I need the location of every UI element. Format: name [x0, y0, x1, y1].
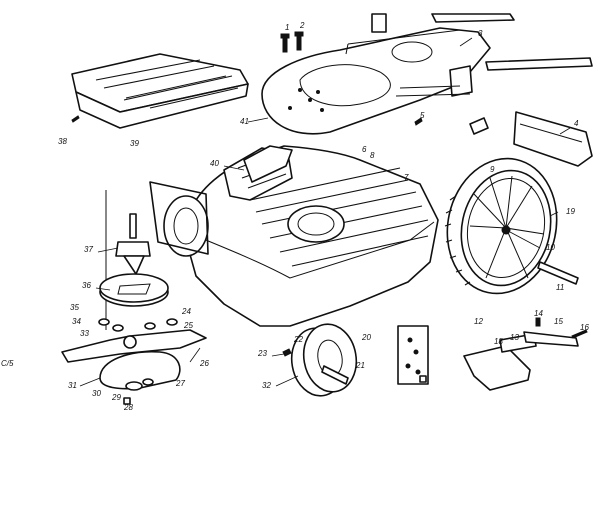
label-30: 30: [92, 389, 101, 398]
label-23: 23: [257, 349, 267, 358]
label-36: 36: [82, 281, 91, 290]
label-32: 32: [262, 381, 271, 390]
label-1: 1: [285, 23, 289, 32]
front-wheel: [290, 323, 358, 397]
label-24: 24: [181, 307, 191, 316]
rear-right-wheel: [444, 157, 558, 295]
label-19: 19: [566, 207, 575, 216]
label-40: 40: [210, 159, 219, 168]
label-25: 25: [183, 321, 193, 330]
rear-left-wheel: [149, 181, 209, 257]
label-15: 15: [554, 317, 563, 326]
small-screw-5: [414, 117, 423, 126]
mower-deck: [185, 145, 439, 327]
label-11: 11: [556, 283, 564, 292]
lower-plate: [99, 350, 181, 405]
label-2: 2: [299, 21, 305, 30]
label-10: 10: [546, 243, 555, 252]
leader-lines: [79, 37, 571, 387]
label-8: 8: [370, 151, 375, 160]
label-31: 31: [68, 381, 77, 390]
bolts-top: [280, 31, 304, 53]
label-35: 35: [70, 303, 79, 312]
axle-11: [537, 261, 579, 285]
label-7: 7: [404, 173, 409, 182]
hardware-bag: [397, 325, 429, 385]
part-labels: 1 2 3 4 5 6 7 8 9 10 11 12 13 14 15 16 1…: [1, 21, 589, 412]
label-39: 39: [130, 139, 139, 148]
grass-bag-cover: [71, 53, 249, 129]
label-33: 33: [80, 329, 89, 338]
bolt-23: [282, 348, 292, 357]
rear-baffle: [469, 111, 593, 167]
blade-adapter-plate: [99, 273, 169, 307]
side-caption: C/5: [1, 359, 14, 368]
label-26: 26: [199, 359, 209, 368]
label-21: 21: [355, 361, 365, 370]
cover-screw: [71, 115, 80, 123]
blade-hardware: [98, 318, 178, 332]
rear-hinge-bracket: [463, 317, 588, 391]
label-16: 16: [580, 323, 589, 332]
label-41: 41: [240, 117, 249, 126]
label-14: 14: [534, 309, 543, 318]
cutting-blade: [61, 329, 207, 363]
label-28: 28: [123, 403, 133, 412]
label-9: 9: [490, 165, 495, 174]
label-37: 37: [84, 245, 93, 254]
label-29: 29: [111, 393, 121, 402]
label-38: 38: [58, 137, 67, 146]
discharge-chute-40: [243, 145, 293, 183]
label-12: 12: [474, 317, 483, 326]
label-22: 22: [293, 335, 303, 344]
label-18: 18: [494, 337, 503, 346]
handle-bracket-plate: [261, 13, 593, 135]
label-27: 27: [175, 379, 185, 388]
label-34: 34: [72, 317, 81, 326]
label-20: 20: [361, 333, 371, 342]
motor-shaft: [105, 190, 151, 330]
label-5: 5: [420, 111, 425, 120]
label-4: 4: [574, 119, 579, 128]
label-13: 13: [510, 333, 519, 342]
label-6: 6: [362, 145, 367, 154]
label-3: 3: [478, 29, 483, 38]
